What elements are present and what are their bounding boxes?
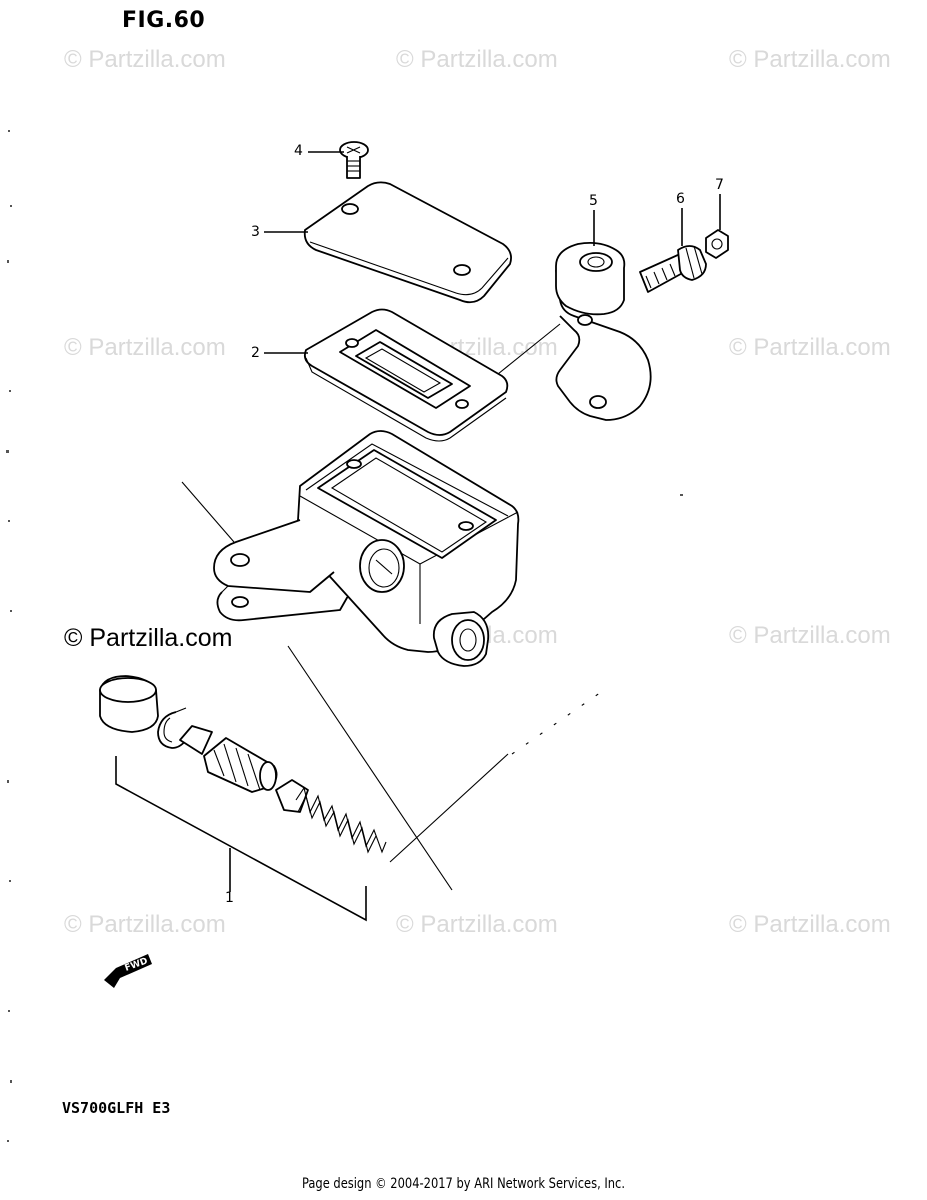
watermark: © Partzilla.com [64, 911, 226, 938]
scan-artifacts [6, 130, 683, 1142]
master-cylinder-body [213, 430, 520, 667]
fwd-arrow-icon: FWD [104, 954, 152, 988]
callout-2: 2 [251, 345, 260, 361]
figure-title: FIG.60 [122, 8, 206, 33]
watermark: © Partzilla.com [729, 334, 891, 361]
part-1-piston-kit [99, 675, 387, 854]
watermark: © Partzilla.com [729, 46, 891, 73]
watermark: © Partzilla.com [64, 46, 226, 73]
callout-3: 3 [251, 224, 260, 240]
leader-lines [115, 151, 721, 922]
watermark: © Partzilla.com [729, 622, 891, 649]
watermark: © Partzilla.com [396, 46, 558, 73]
callout-4: 4 [294, 143, 303, 159]
part-3-cover [303, 181, 512, 304]
watermark: © Partzilla.com [729, 911, 891, 938]
part-2-diaphragm [303, 308, 509, 442]
callout-7: 7 [715, 177, 724, 193]
callout-1: 1 [225, 890, 234, 906]
watermark: © Partzilla.com [64, 334, 226, 361]
part-4-screw [339, 141, 369, 179]
fwd-label: FWD [124, 956, 150, 973]
model-code: VS700GLFH E3 [62, 1099, 171, 1117]
part-6-bolt [639, 245, 707, 293]
watermark-prominent: © Partzilla.com [64, 624, 233, 652]
callout-6: 6 [676, 191, 685, 207]
watermark: © Partzilla.com [396, 911, 558, 938]
page-footer: Page design © 2004-2017 by ARI Network S… [301, 1176, 626, 1192]
callout-5: 5 [589, 193, 598, 209]
part-7-nut [705, 229, 729, 259]
part-5-clamp [555, 241, 652, 421]
